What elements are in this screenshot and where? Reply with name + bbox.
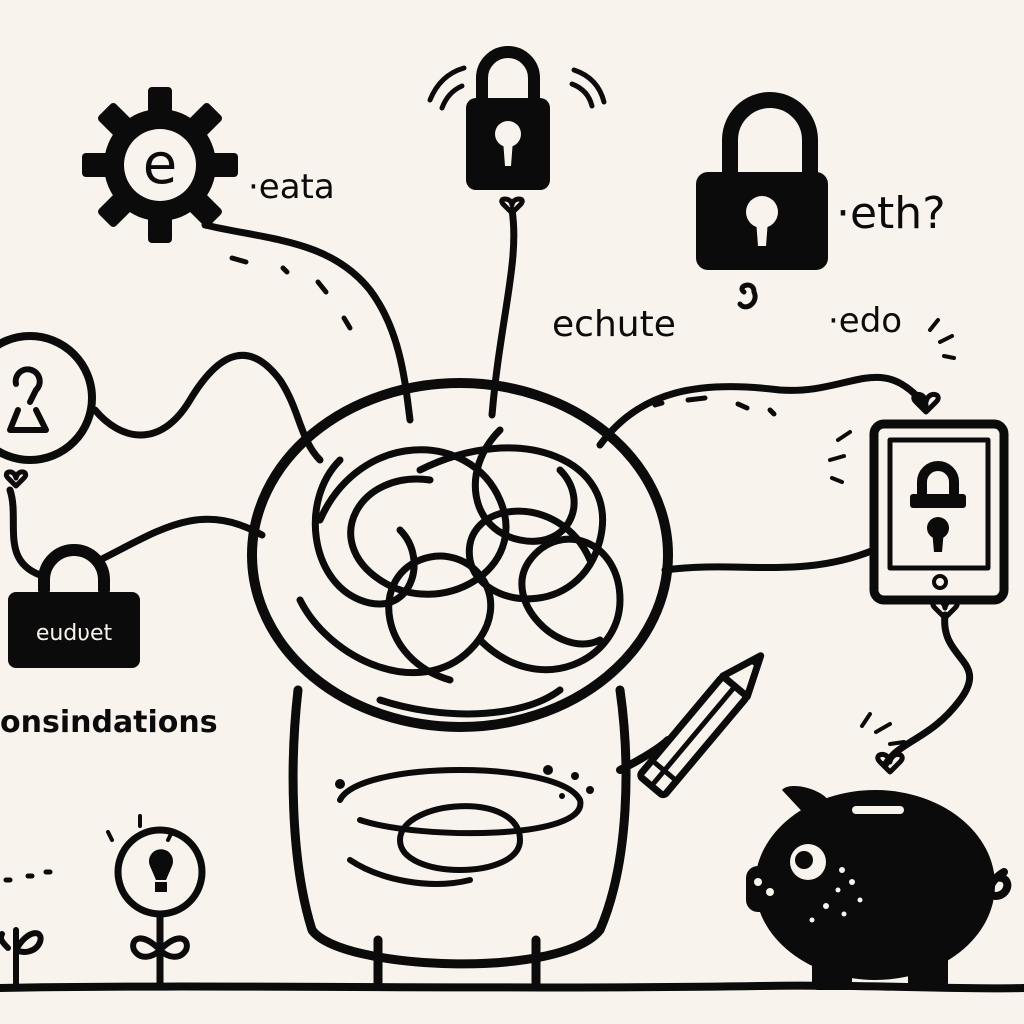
padlock-icon-large [696, 92, 828, 270]
padlock-icon [427, 46, 607, 190]
gear-label: ·eata [248, 167, 335, 207]
gear-icon: e [82, 87, 238, 243]
connector-lines [6, 206, 974, 769]
big-lock-label: ·eth? [836, 188, 946, 239]
lightbulb-icon [114, 826, 206, 989]
middle-label: echute [552, 304, 676, 345]
padlock-tag: eudυet [8, 544, 140, 668]
tablet-label: ·edo [828, 301, 902, 341]
pencil-icon [637, 652, 765, 799]
line-knots [3, 196, 960, 775]
sparkle-marks [106, 318, 956, 842]
piggy-bank-icon [746, 786, 1012, 990]
left-caption: onsindations [0, 705, 218, 740]
gear-letter: e [143, 132, 177, 197]
sprout-icon [0, 927, 44, 988]
tangled-brain-character [247, 378, 673, 990]
left-lock-circle [0, 332, 96, 464]
ground-line [0, 981, 1024, 993]
tablet-lock-icon [869, 419, 1009, 605]
padlock-tag-label: eudυet [36, 621, 113, 646]
motion-dashes [3, 255, 777, 883]
